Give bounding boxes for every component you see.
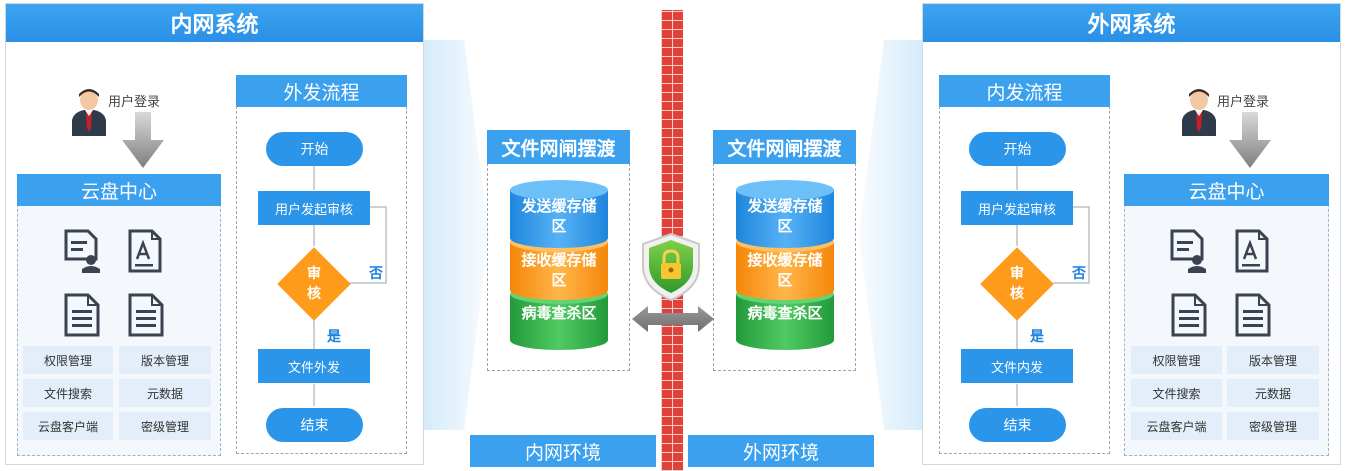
document-icon (1235, 293, 1271, 337)
feature-cell: 权限管理 (1131, 346, 1222, 374)
zone-send-buffer: 发送缓存储区 (747, 197, 823, 235)
document-icon (1171, 293, 1207, 337)
feature-cell: 元数据 (1227, 379, 1319, 407)
outer-flow-title: 内发流程 (939, 75, 1110, 107)
feature-cell: 元数据 (119, 379, 211, 407)
user-icon (70, 88, 108, 136)
decision-label: 审核 (1010, 266, 1024, 302)
flow-start: 开始 (969, 132, 1066, 166)
zone-receive-buffer: 接收缓存储区 (747, 251, 823, 289)
gateway-left-title: 文件网闸摆渡 (487, 130, 630, 164)
zone-receive-buffer: 接收缓存储区 (521, 251, 597, 289)
flow-decision: 审核 (979, 246, 1055, 322)
feature-cell: 文件搜索 (1131, 379, 1222, 407)
outer-system-title: 外网系统 (923, 4, 1340, 42)
document-icon (64, 229, 102, 273)
flow-no-label: 否 (369, 266, 383, 282)
flow-decision: 审核 (276, 246, 352, 322)
gateway-right-title: 文件网闸摆渡 (713, 130, 856, 164)
document-icon (128, 229, 166, 273)
feature-cell: 版本管理 (1227, 346, 1319, 374)
inner-flow-connectors (313, 166, 387, 406)
gateway-right-cylinders (736, 180, 834, 350)
flow-yes-label: 是 (1030, 329, 1044, 345)
outer-cloud-center: 云盘中心 (1124, 174, 1329, 456)
flow-yes-label: 是 (327, 329, 341, 345)
flow-no-label: 否 (1072, 266, 1086, 282)
flow-start: 开始 (266, 132, 363, 166)
user-login-label: 用户登录 (108, 95, 161, 110)
flow-end: 结束 (969, 408, 1066, 442)
feature-cell: 权限管理 (23, 346, 113, 374)
document-icon (128, 293, 164, 337)
outer-cloud-title: 云盘中心 (1124, 174, 1329, 206)
outer-environment-label: 外网环境 (688, 435, 874, 467)
decision-label: 审核 (307, 266, 321, 302)
flow-send-step: 文件外发 (258, 349, 370, 383)
inner-flow-title: 外发流程 (236, 75, 407, 107)
flow-send-step: 文件内发 (961, 349, 1073, 383)
double-arrow-icon (632, 306, 714, 332)
down-arrow-icon (1229, 112, 1271, 168)
gateway-left-cylinders (510, 180, 608, 350)
feature-cell: 云盘客户端 (23, 412, 113, 440)
zone-virus-scan: 病毒查杀区 (521, 304, 597, 322)
document-icon (1235, 229, 1273, 273)
outer-flow-connectors (1016, 166, 1090, 406)
zone-send-buffer: 发送缓存储区 (521, 197, 597, 235)
inner-cloud-center: 云盘中心 (17, 174, 221, 456)
user-login-label: 用户登录 (1217, 95, 1270, 110)
feature-cell: 文件搜索 (23, 379, 113, 407)
feature-cell: 云盘客户端 (1131, 412, 1222, 440)
flow-review-step: 用户发起审核 (258, 191, 370, 225)
down-arrow-icon (122, 112, 164, 168)
flow-end: 结束 (266, 408, 363, 442)
zone-virus-scan: 病毒查杀区 (747, 304, 823, 322)
feature-cell: 密级管理 (1227, 412, 1319, 440)
feature-cell: 密级管理 (119, 412, 211, 440)
inner-system-title: 内网系统 (6, 4, 423, 42)
document-icon (1170, 229, 1208, 273)
document-icon (64, 293, 100, 337)
inner-environment-label: 内网环境 (470, 435, 656, 467)
inner-cloud-title: 云盘中心 (17, 174, 221, 206)
center-background (424, 40, 924, 430)
shield-lock-icon (639, 232, 703, 302)
feature-cell: 版本管理 (119, 346, 211, 374)
flow-review-step: 用户发起审核 (961, 191, 1073, 225)
user-icon (1180, 88, 1218, 136)
